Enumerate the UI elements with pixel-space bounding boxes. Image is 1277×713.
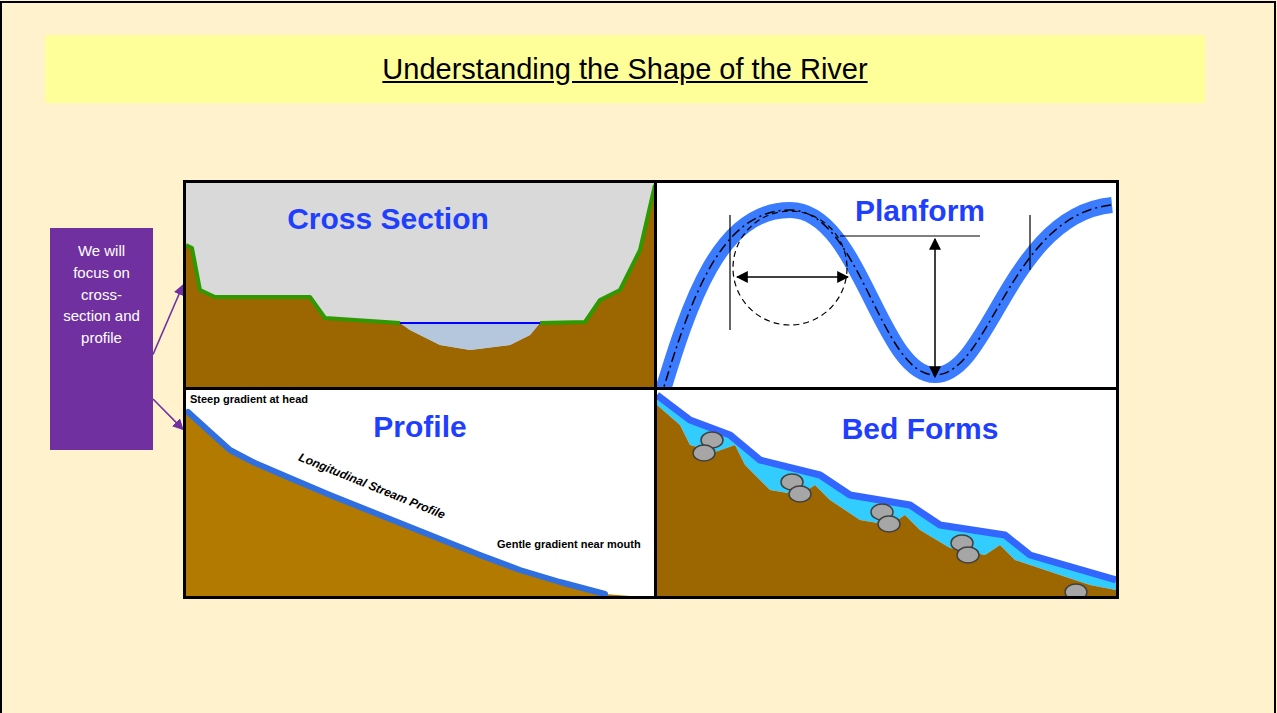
callout-arrow — [153, 285, 183, 355]
boulder — [1065, 584, 1087, 597]
profile-panel: Profile Steep gradient at headLongitudina… — [183, 387, 657, 599]
amplitude-arrow — [934, 239, 936, 377]
wavelength-tick — [729, 215, 730, 330]
meander-drawing — [660, 205, 1112, 388]
panel-title: Planform — [855, 194, 985, 228]
wavelength-tick — [1029, 215, 1030, 270]
bedform-drawing — [657, 395, 1116, 597]
callout-box: We will focus on cross-section and profi… — [50, 228, 153, 450]
vegetation-line — [540, 185, 655, 323]
valley-ground — [186, 185, 655, 388]
radius-circle — [733, 211, 847, 325]
boulder — [789, 486, 811, 502]
panel-title: Profile — [373, 410, 466, 444]
boulders — [693, 432, 1087, 597]
panel-title: Bed Forms — [842, 412, 999, 446]
planform-panel: Planform — [654, 180, 1119, 390]
panel-ground — [657, 390, 1116, 597]
gradient-note: Steep gradient at head — [190, 393, 308, 405]
cross-section-panel: Cross Section — [183, 180, 657, 390]
profile-label: Longitudinal Stream Profile — [297, 450, 448, 522]
vegetation-line — [186, 245, 400, 323]
river-channel — [660, 205, 1112, 388]
water-level — [400, 322, 540, 324]
panel-title: Cross Section — [287, 202, 489, 236]
panel-ground — [657, 183, 1116, 388]
boulder — [957, 547, 979, 563]
title-banner: Understanding the Shape of the River — [45, 35, 1205, 103]
callout-arrow — [153, 399, 183, 429]
centre-line — [660, 205, 1112, 388]
sky-fill — [186, 183, 655, 388]
panel-ground — [186, 390, 655, 597]
boulder — [693, 445, 715, 461]
gradient-note: Gentle gradient near mouth — [497, 538, 641, 550]
water-surface — [657, 395, 1116, 580]
boulder — [878, 516, 900, 532]
callout-text: We will focus on cross-section and profi… — [58, 240, 145, 349]
channel-water — [400, 323, 540, 350]
amplitude-tick — [840, 235, 980, 236]
radius-arrow — [737, 276, 848, 278]
bed-forms-panel: Bed Forms — [654, 387, 1119, 599]
slide-title: Understanding the Shape of the River — [382, 53, 867, 86]
